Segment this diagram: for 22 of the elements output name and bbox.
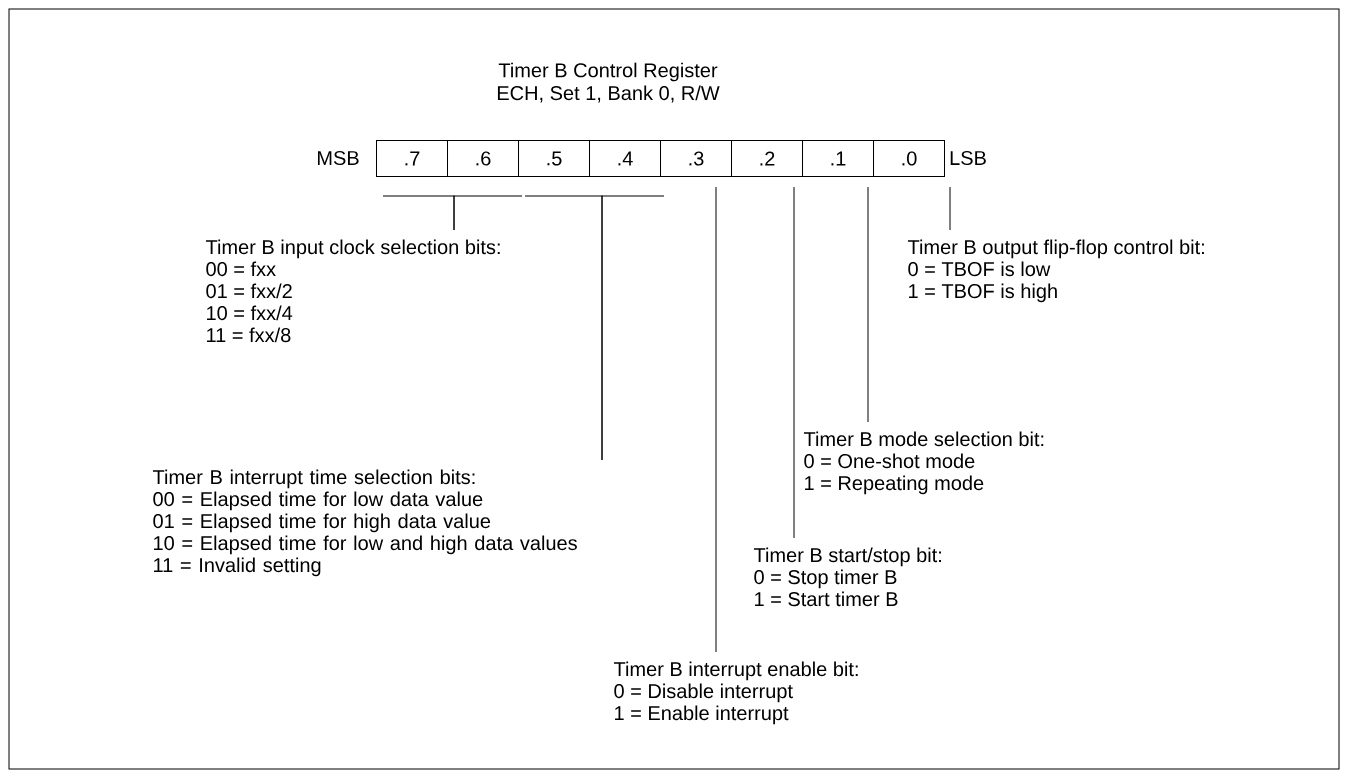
- subtitle: ECH, Set 1, Bank 0, R/W: [497, 85, 720, 103]
- leader-line: [715, 186, 717, 653]
- bit-cell: .7: [376, 140, 448, 177]
- title: Timer B Control Register: [498, 62, 718, 82]
- bit-cell: .3: [660, 140, 732, 177]
- bit-cell: .0: [873, 140, 945, 177]
- bit-description: Timer B interrupt time selection bits: 00 = Elapsed time for low data value 01 = Elapsed time for high data value 10 = Elapsed time for low and high data values 11 = Invalid setting: [152, 469, 577, 577]
- bit-cell: .5: [518, 140, 590, 177]
- bit-cell: .6: [447, 140, 519, 177]
- leader-line: [949, 186, 951, 231]
- bit-description: Timer B start/stop bit: 0 = Stop timer B 1 = Start timer B: [753, 547, 941, 607]
- leader-line: [793, 186, 795, 539]
- bit-cell: .1: [802, 140, 874, 177]
- bit-description: Timer B input clock selection bits: 00 = fxx 01 = fxx/2 10 = fxx/4 11 = fxx/8: [205, 239, 500, 343]
- bit-cell: .4: [589, 140, 661, 177]
- bit-description: Timer B interrupt enable bit: 0 = Disable interrupt 1 = Enable interrupt: [613, 661, 858, 725]
- bit-description: Timer B mode selection bit: 0 = One-shot mode 1 = Repeating mode: [803, 431, 1044, 495]
- leader-line: [867, 186, 869, 423]
- bit-description: Timer B output flip-flop control bit: 0 = TBOF is low 1 = TBOF is high: [907, 239, 1204, 303]
- leader-line: [601, 195, 665, 461]
- bit-cell: .2: [731, 140, 803, 177]
- leader-line: [453, 195, 523, 231]
